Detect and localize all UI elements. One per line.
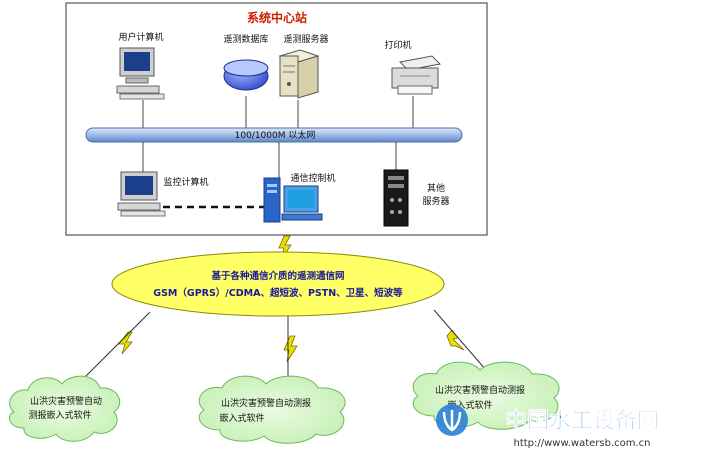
database-icon xyxy=(223,59,269,91)
user-computer-icon xyxy=(116,47,165,100)
lightning-bolt-icons xyxy=(118,235,465,363)
other-server-icon xyxy=(383,169,409,227)
network-line1: 基于各种通信介质的遥测通信网 xyxy=(210,270,344,282)
cloud-mid-line1: 山洪灾害预警自动测报 xyxy=(221,397,311,409)
comm-controller-label: 通信控制机 xyxy=(290,172,335,184)
monitor-computer-label: 监控计算机 xyxy=(163,176,208,188)
cloud-left-line1: 山洪灾害预警自动 xyxy=(30,395,102,407)
ethernet-bus xyxy=(85,127,463,143)
cloud-mid-line2: 嵌入式软件 xyxy=(219,412,264,424)
server-label: 遥测服务器 xyxy=(283,33,328,45)
other-server-label-2: 服务器 xyxy=(422,195,449,207)
printer-label: 打印机 xyxy=(384,39,411,51)
cloud-left-line2: 测报嵌入式软件 xyxy=(28,409,91,421)
monitor-computer-icon xyxy=(117,171,166,217)
cloud-right-line1: 山洪灾害预警自动测报 xyxy=(435,384,525,396)
cloud-middle xyxy=(198,375,346,444)
database-label: 遥测数据库 xyxy=(223,33,268,45)
printer-icon xyxy=(391,55,442,95)
comm-controller-icon xyxy=(263,177,323,223)
ethernet-label: 100/1000M 以太网 xyxy=(235,129,316,141)
user-computer-label: 用户计算机 xyxy=(118,31,163,43)
cloud-left xyxy=(8,375,121,442)
watermark-name: 中国水工设备网 xyxy=(505,408,659,434)
other-server-label-1: 其他 xyxy=(427,182,445,194)
top-drop-lines xyxy=(142,96,414,132)
center-title: 系统中心站 xyxy=(247,10,307,25)
watermark-url: http://www.watersb.com.cn xyxy=(513,438,650,449)
comm-network-ellipse xyxy=(111,251,445,317)
network-line2: GSM（GPRS）/CDMA、超短波、PSTN、卫星、短波等 xyxy=(153,287,403,299)
bottom-drop-lines xyxy=(142,142,397,178)
watermark-logo-icon xyxy=(436,404,468,436)
server-icon xyxy=(278,49,320,99)
